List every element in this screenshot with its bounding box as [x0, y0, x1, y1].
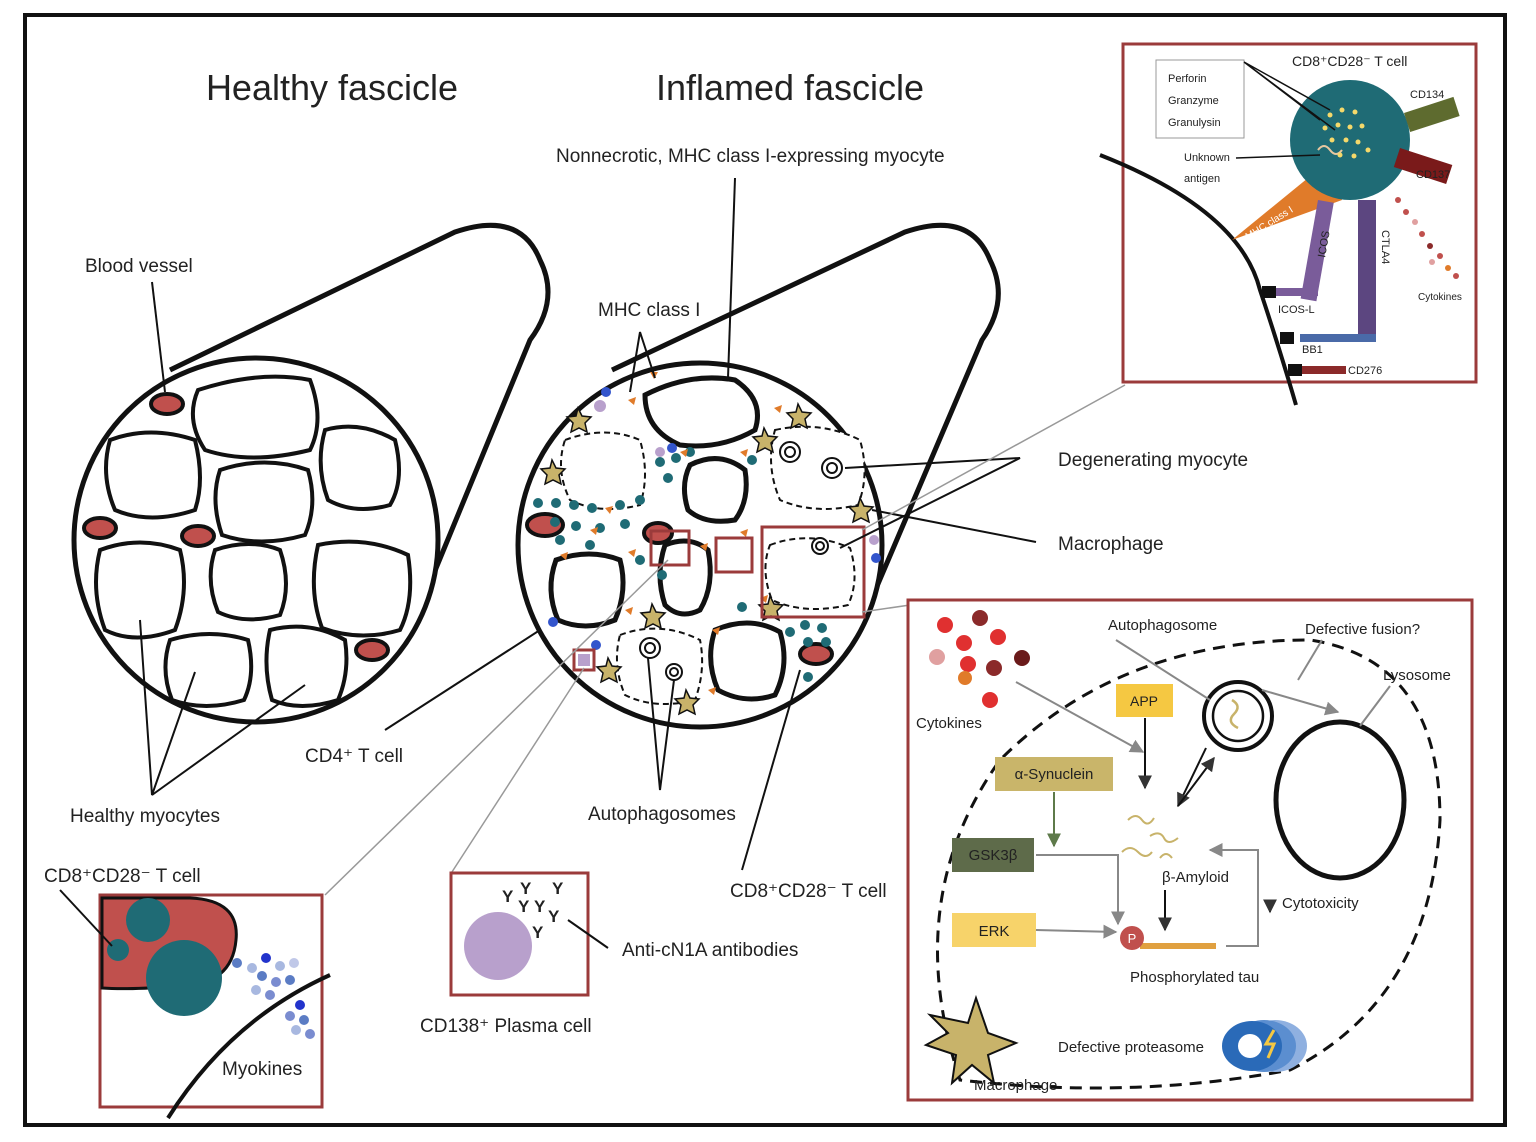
- antibody-y-2: Y: [520, 879, 532, 898]
- erk-label: ERK: [979, 923, 1010, 940]
- tr-title: CD8⁺CD28⁻ T cell: [1292, 53, 1407, 69]
- healthy-fascicle: [71, 222, 551, 725]
- antibody-y-4: Y: [552, 879, 564, 898]
- unknown-label-1: Unknown: [1184, 152, 1230, 164]
- autophagosome-label: Autophagosome: [1108, 617, 1217, 634]
- blood-vessel-label: Blood vessel: [85, 256, 193, 277]
- cd8-mid-label: CD8⁺CD28⁻ T cell: [730, 881, 887, 902]
- app-label: APP: [1130, 693, 1158, 709]
- icosl-label: ICOS-L: [1278, 304, 1315, 316]
- antibody-y-7: Y: [518, 897, 530, 916]
- icos-label: ICOS: [1316, 230, 1332, 259]
- inflamed-fascicle: [515, 222, 1001, 730]
- nonnecrotic-label: Nonnecrotic, MHC class I-expressing myoc…: [556, 146, 945, 167]
- inset-plasma-cell: Y Y Y Y Y Y Y: [449, 871, 590, 997]
- granulysin-label: Granulysin: [1168, 117, 1221, 129]
- inset-tcell-synapse: [1099, 42, 1478, 406]
- inflamed-title: Inflamed fascicle: [656, 67, 924, 108]
- amyloid-label: β-Amyloid: [1162, 869, 1229, 886]
- inset-connectors: [324, 384, 1126, 896]
- plasma-label: CD138⁺ Plasma cell: [420, 1016, 592, 1037]
- macrophage-label: Macrophage: [1058, 534, 1164, 555]
- bb1-label: BB1: [1302, 344, 1323, 356]
- unknown-label-2: antigen: [1184, 173, 1220, 185]
- defective-fusion-label: Defective fusion?: [1305, 621, 1420, 638]
- inset-pathways: [906, 598, 1474, 1102]
- granzyme-label: Granzyme: [1168, 95, 1219, 107]
- healthy-myocytes-pointers: [139, 619, 306, 796]
- gsk-label: GSK3β: [969, 847, 1018, 864]
- macrophage-br-label: Macrophage: [974, 1077, 1057, 1094]
- inset-cd8-myokines: Myokines: [98, 893, 331, 1120]
- antibodies-label: Anti-cN1A antibodies: [622, 940, 798, 961]
- cytokines-br-label: Cytokines: [916, 715, 982, 732]
- cd137-label: CD137: [1416, 169, 1450, 181]
- cd276-label: CD276: [1348, 365, 1382, 377]
- cd8-bl-label: CD8⁺CD28⁻ T cell: [44, 866, 201, 887]
- ctla4-label: CTLA4: [1379, 230, 1391, 264]
- cd134-label: CD134: [1410, 89, 1444, 101]
- antibody-y-5: Y: [548, 907, 560, 926]
- healthy-myocytes-label: Healthy myocytes: [70, 806, 220, 827]
- perforin-label: Perforin: [1168, 73, 1207, 85]
- degenerating-label: Degenerating myocyte: [1058, 450, 1248, 471]
- lysosome-label: Lysosome: [1383, 667, 1451, 684]
- cytokines-tr-label: Cytokines: [1418, 292, 1462, 303]
- mhc-class-i-label: MHC class I: [598, 300, 700, 321]
- antibody-y-1: Y: [502, 887, 514, 906]
- autophagosomes-label: Autophagosomes: [588, 804, 736, 825]
- cd4-label: CD4⁺ T cell: [305, 746, 403, 767]
- antibody-y-3: Y: [534, 897, 546, 916]
- myokines-label: Myokines: [222, 1059, 302, 1080]
- tau-label: Phosphorylated tau: [1130, 969, 1259, 986]
- proteasome-label: Defective proteasome: [1058, 1039, 1204, 1056]
- cytotoxicity-label: Cytotoxicity: [1282, 895, 1359, 912]
- p-label: P: [1128, 931, 1137, 946]
- antibody-y-6: Y: [532, 923, 544, 942]
- healthy-title: Healthy fascicle: [206, 67, 458, 108]
- synuclein-label: α-Synuclein: [1015, 766, 1094, 783]
- outer-frame: [23, 13, 1507, 1127]
